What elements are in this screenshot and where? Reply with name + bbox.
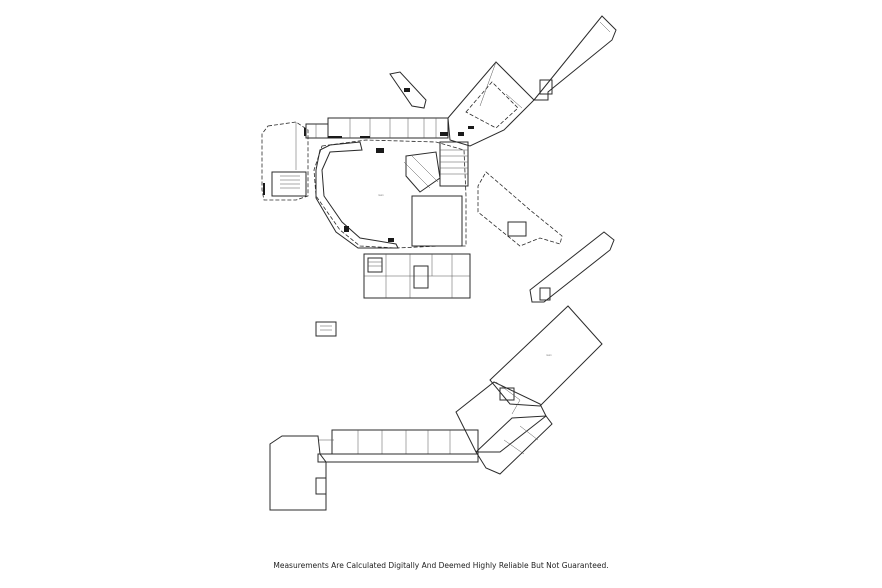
upper-diagonal-wing <box>447 61 535 147</box>
svg-text:room: room <box>546 354 552 357</box>
upper-northeast-corridor <box>532 15 617 101</box>
upper-dashed-wing <box>477 171 563 247</box>
lower-classroom-row <box>317 429 479 463</box>
disclaimer-text: Measurements Are Calculated Digitally An… <box>273 561 609 570</box>
upper-central-hall: room <box>313 139 467 249</box>
upper-isolated-stair <box>315 321 337 337</box>
upper-classroom-row <box>327 117 464 139</box>
upper-left-wing <box>261 121 309 201</box>
lower-diagonal-wing <box>475 415 553 475</box>
upper-south-block <box>363 253 471 299</box>
svg-text:room: room <box>378 194 384 197</box>
lower-left-wing <box>269 435 334 511</box>
upper-small-diagonal <box>389 71 427 109</box>
lower-northeast-corridor <box>529 231 615 303</box>
floor-plan: room <box>261 15 617 511</box>
upper-left-connector <box>305 123 329 139</box>
upper-right-stair <box>439 141 469 187</box>
